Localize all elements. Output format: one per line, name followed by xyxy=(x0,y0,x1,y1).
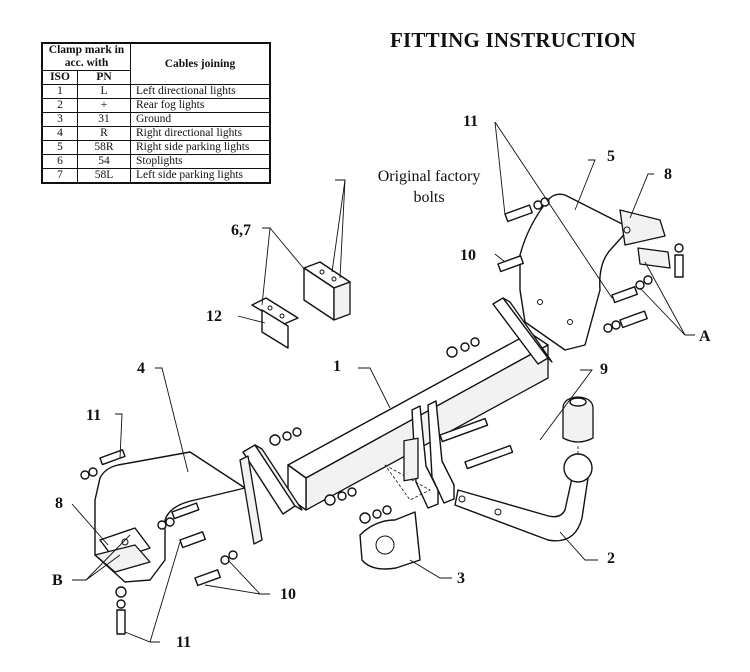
label-part-2: 2 xyxy=(607,550,615,567)
cell-cable: Right side parking lights xyxy=(130,140,271,155)
label-part-6-7: 6,7 xyxy=(231,222,251,239)
cell-cable: Left side parking lights xyxy=(130,168,271,184)
brackets-6-7-and-12 xyxy=(251,261,351,349)
cell-pn: 54 xyxy=(77,154,131,169)
cell-cable: Right directional lights xyxy=(130,126,271,141)
center-mount-plates xyxy=(384,400,455,509)
left-bracket-part-4 xyxy=(94,451,263,583)
crossbar-part-1 xyxy=(242,297,553,515)
socket-plate-part-3 xyxy=(359,437,421,570)
label-part-5: 5 xyxy=(607,148,615,165)
label-part-10-left: 10 xyxy=(280,586,296,603)
note-line-2: bolts xyxy=(413,189,445,206)
header-clamp-mark: Clamp mark in acc. with xyxy=(41,42,131,71)
header-cables-joining: Cables joining xyxy=(130,42,271,85)
label-part-10-right: 10 xyxy=(460,247,476,264)
table-row: 2+Rear fog lights xyxy=(41,98,271,113)
label-part-8-right: 8 xyxy=(664,166,672,183)
label-part-3: 3 xyxy=(457,570,465,587)
original-factory-bolts-note: Original factory bolts xyxy=(366,166,492,208)
label-part-1: 1 xyxy=(333,358,341,375)
label-part-11-top-left: 11 xyxy=(86,407,102,424)
ball-neck-part-2 xyxy=(454,396,594,542)
label-part-11-bottom-left: 11 xyxy=(176,634,192,651)
label-part-9: 9 xyxy=(600,361,608,378)
wiring-table: Clamp mark in acc. with Cables joining I… xyxy=(41,42,271,184)
label-point-a: A xyxy=(699,328,711,345)
right-bracket-part-5 xyxy=(519,193,671,351)
note-line-1: Original factory xyxy=(377,168,481,185)
label-part-11-top-right: 11 xyxy=(463,113,479,130)
cell-pn: 58L xyxy=(77,168,131,184)
label-part-12: 12 xyxy=(206,308,222,325)
leader-lines xyxy=(71,121,695,643)
document-title: FITTING INSTRUCTION xyxy=(390,28,636,52)
cell-cable: Stoplights xyxy=(130,154,271,169)
label-part-8-left: 8 xyxy=(55,495,63,512)
fasteners xyxy=(80,197,684,635)
cell-pn: 58R xyxy=(77,140,131,155)
label-part-4: 4 xyxy=(137,360,145,377)
label-point-b: B xyxy=(52,572,63,589)
